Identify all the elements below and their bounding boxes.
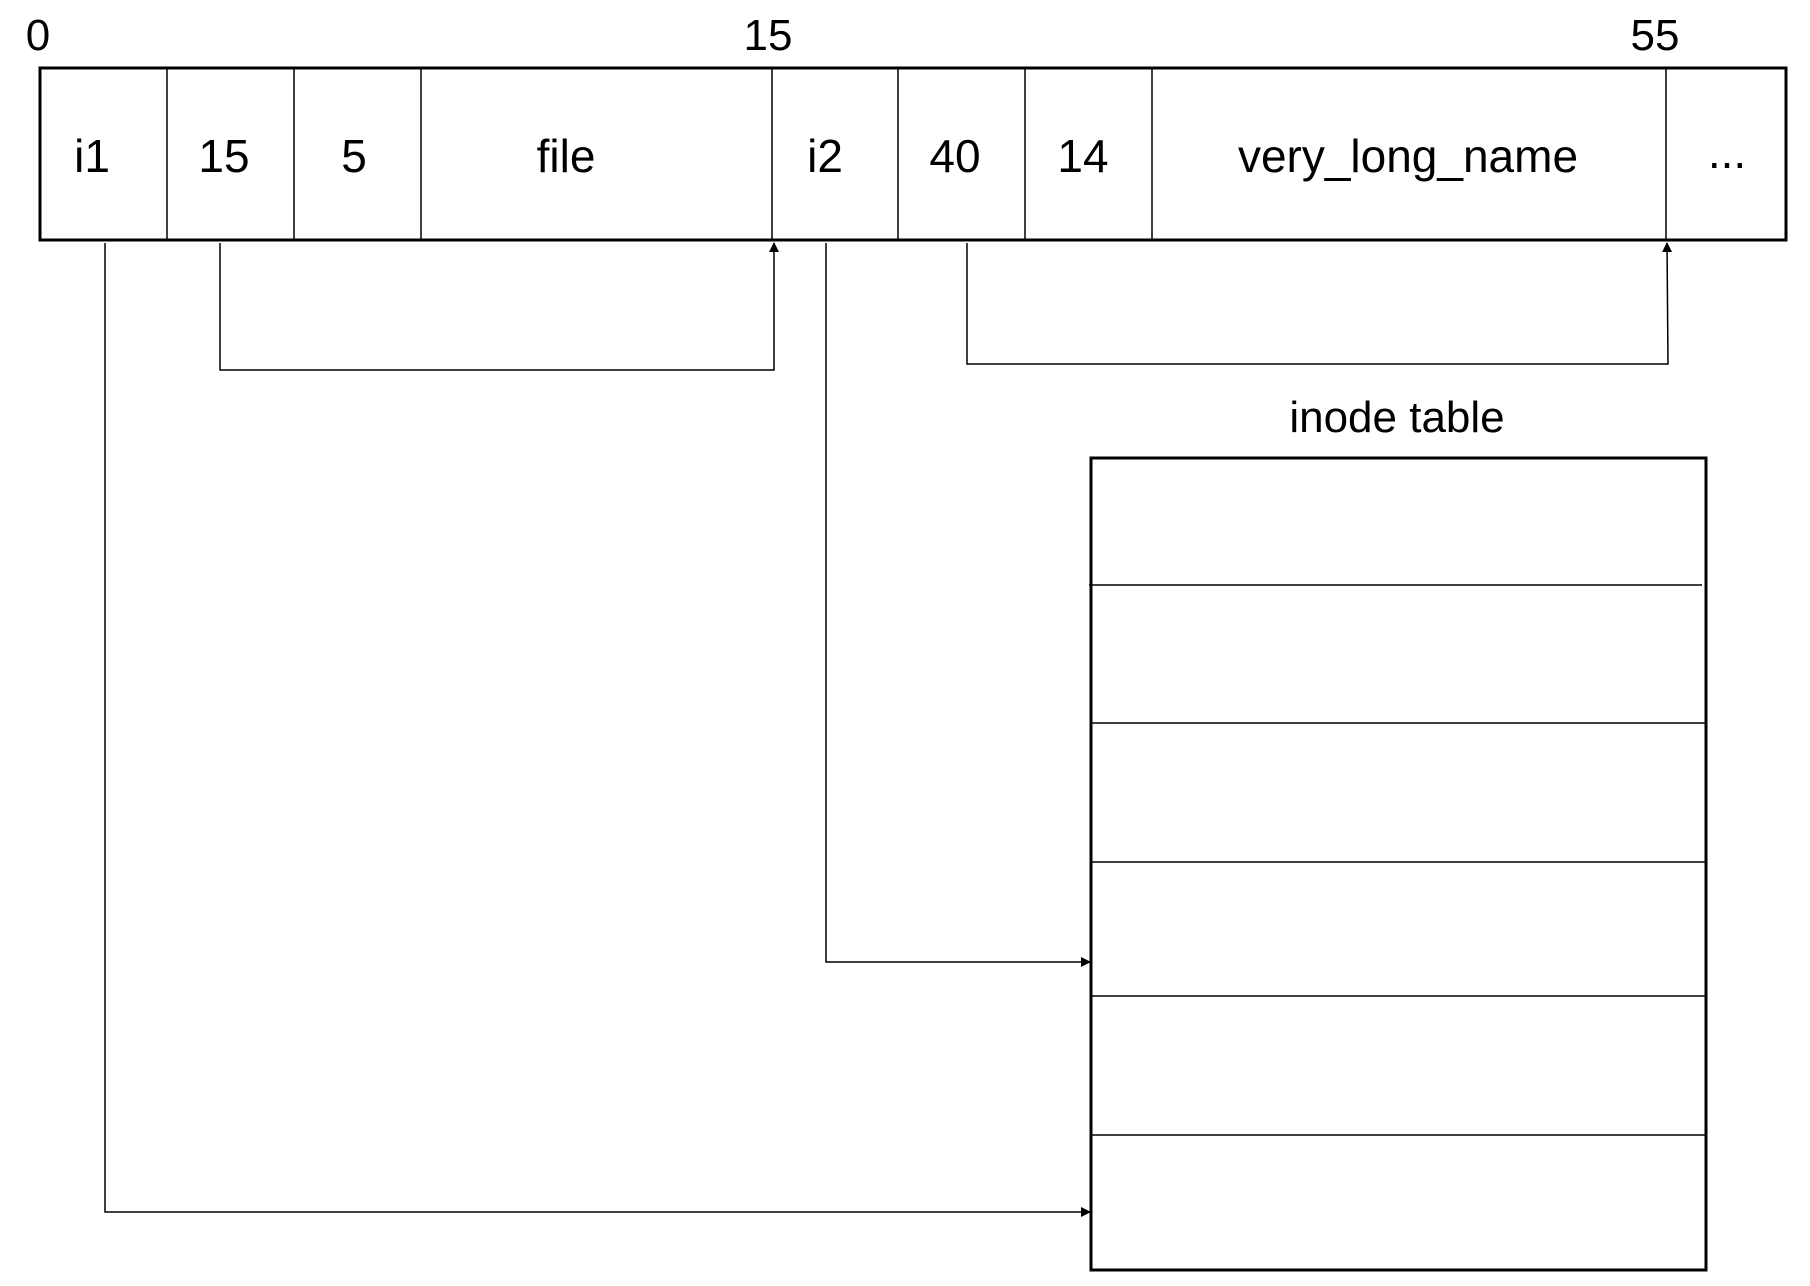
rec-len-arrow-entry1	[219, 242, 779, 371]
directory-block: i1 15 5 file i2 40 14 very_long_name ...	[38, 66, 1788, 242]
offset-label-55: 55	[1631, 11, 1680, 60]
continuation-ellipsis: ...	[1708, 126, 1746, 178]
entry1-rec-len-cell: 15	[198, 130, 249, 182]
entry2-name-len-cell: 14	[1057, 130, 1108, 182]
directory-block-border	[38, 66, 1788, 242]
inode-table-title: inode table	[1289, 393, 1504, 442]
entry1-name-cell: file	[537, 130, 596, 182]
rec-len-arrow-entry2	[966, 242, 1673, 365]
offset-label-15: 15	[744, 11, 793, 60]
entry1-inode-cell: i1	[74, 130, 110, 182]
entry2-rec-len-cell: 40	[929, 130, 980, 182]
inode-table-border	[1089, 456, 1708, 1272]
inode-pointer-arrow-i2	[825, 243, 1091, 967]
inode-table	[1089, 456, 1708, 1272]
entry2-inode-cell: i2	[807, 130, 843, 182]
entry2-name-cell: very_long_name	[1238, 130, 1578, 182]
inode-pointer-arrow-i1	[104, 243, 1091, 1217]
entry1-name-len-cell: 5	[341, 130, 367, 182]
offset-label-0: 0	[26, 11, 50, 60]
